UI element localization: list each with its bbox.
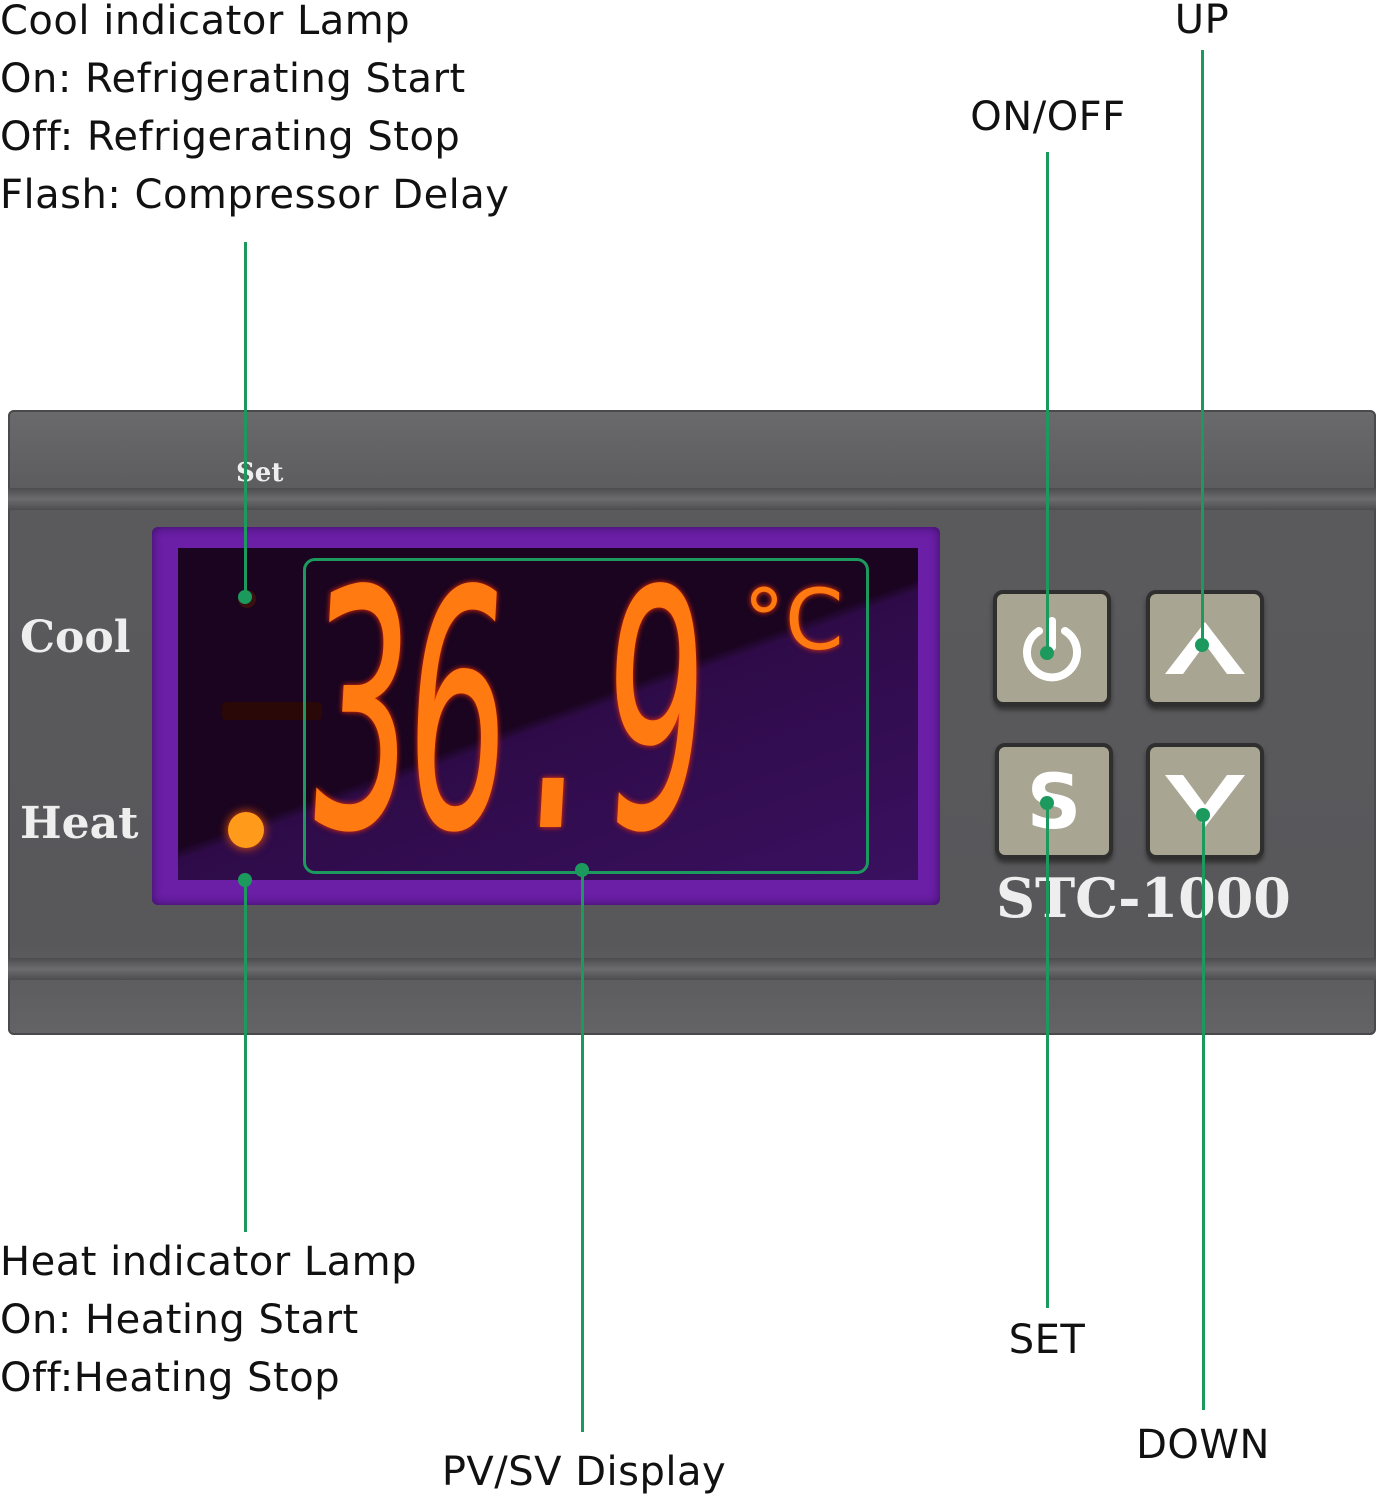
cool-label: Cool	[20, 612, 131, 663]
heat-label: Heat	[20, 798, 139, 849]
bottom-groove	[8, 958, 1376, 980]
pv-sv-display-highlight	[303, 558, 869, 874]
up-leader-dot	[1195, 638, 1209, 652]
minus-segment-off	[222, 702, 322, 720]
heat-callout-off: Off:Heating Stop	[0, 1355, 341, 1401]
cool-callout-off: Off: Refrigerating Stop	[0, 114, 461, 160]
down-button[interactable]	[1146, 743, 1264, 859]
down-leader-line	[1202, 815, 1205, 1410]
display-leader-dot	[575, 863, 589, 877]
down-callout: DOWN	[1136, 1422, 1270, 1468]
set-leader-line	[1046, 803, 1049, 1308]
top-groove	[8, 488, 1376, 510]
cool-leader-dot	[238, 590, 252, 604]
heat-callout-on: On: Heating Start	[0, 1297, 359, 1343]
cool-callout: Cool indicator Lamp On: Refrigerating St…	[0, 0, 509, 224]
heat-callout-title: Heat indicator Lamp	[0, 1239, 418, 1285]
set-s-icon: S	[1026, 756, 1082, 846]
cool-leader-line	[244, 242, 247, 598]
up-leader-line	[1201, 50, 1204, 645]
display-leader-line	[581, 870, 584, 1432]
set-button[interactable]: S	[995, 743, 1113, 859]
chevron-down-icon	[1165, 775, 1245, 827]
cool-callout-flash: Flash: Compressor Delay	[0, 172, 510, 218]
onoff-leader-dot	[1040, 646, 1054, 660]
onoff-callout: ON/OFF	[970, 94, 1126, 140]
chevron-up-icon	[1165, 622, 1245, 674]
cool-callout-title: Cool indicator Lamp	[0, 0, 411, 44]
display-callout: PV/SV Display	[441, 1449, 727, 1495]
up-callout: UP	[1174, 0, 1230, 43]
onoff-leader-line	[1046, 152, 1049, 653]
heat-lamp	[228, 812, 264, 848]
heat-callout: Heat indicator Lamp On: Heating Start Of…	[0, 1233, 417, 1407]
cool-callout-on: On: Refrigerating Start	[0, 56, 466, 102]
heat-leader-line	[244, 880, 247, 1232]
set-indicator-label: Set	[236, 458, 284, 488]
heat-leader-dot	[238, 873, 252, 887]
set-leader-dot	[1040, 796, 1054, 810]
unit-celsius: °C	[743, 571, 844, 669]
down-leader-dot	[1196, 808, 1210, 822]
power-icon	[1023, 617, 1081, 682]
model-label: STC-1000	[996, 866, 1291, 930]
set-callout: SET	[1008, 1317, 1086, 1363]
